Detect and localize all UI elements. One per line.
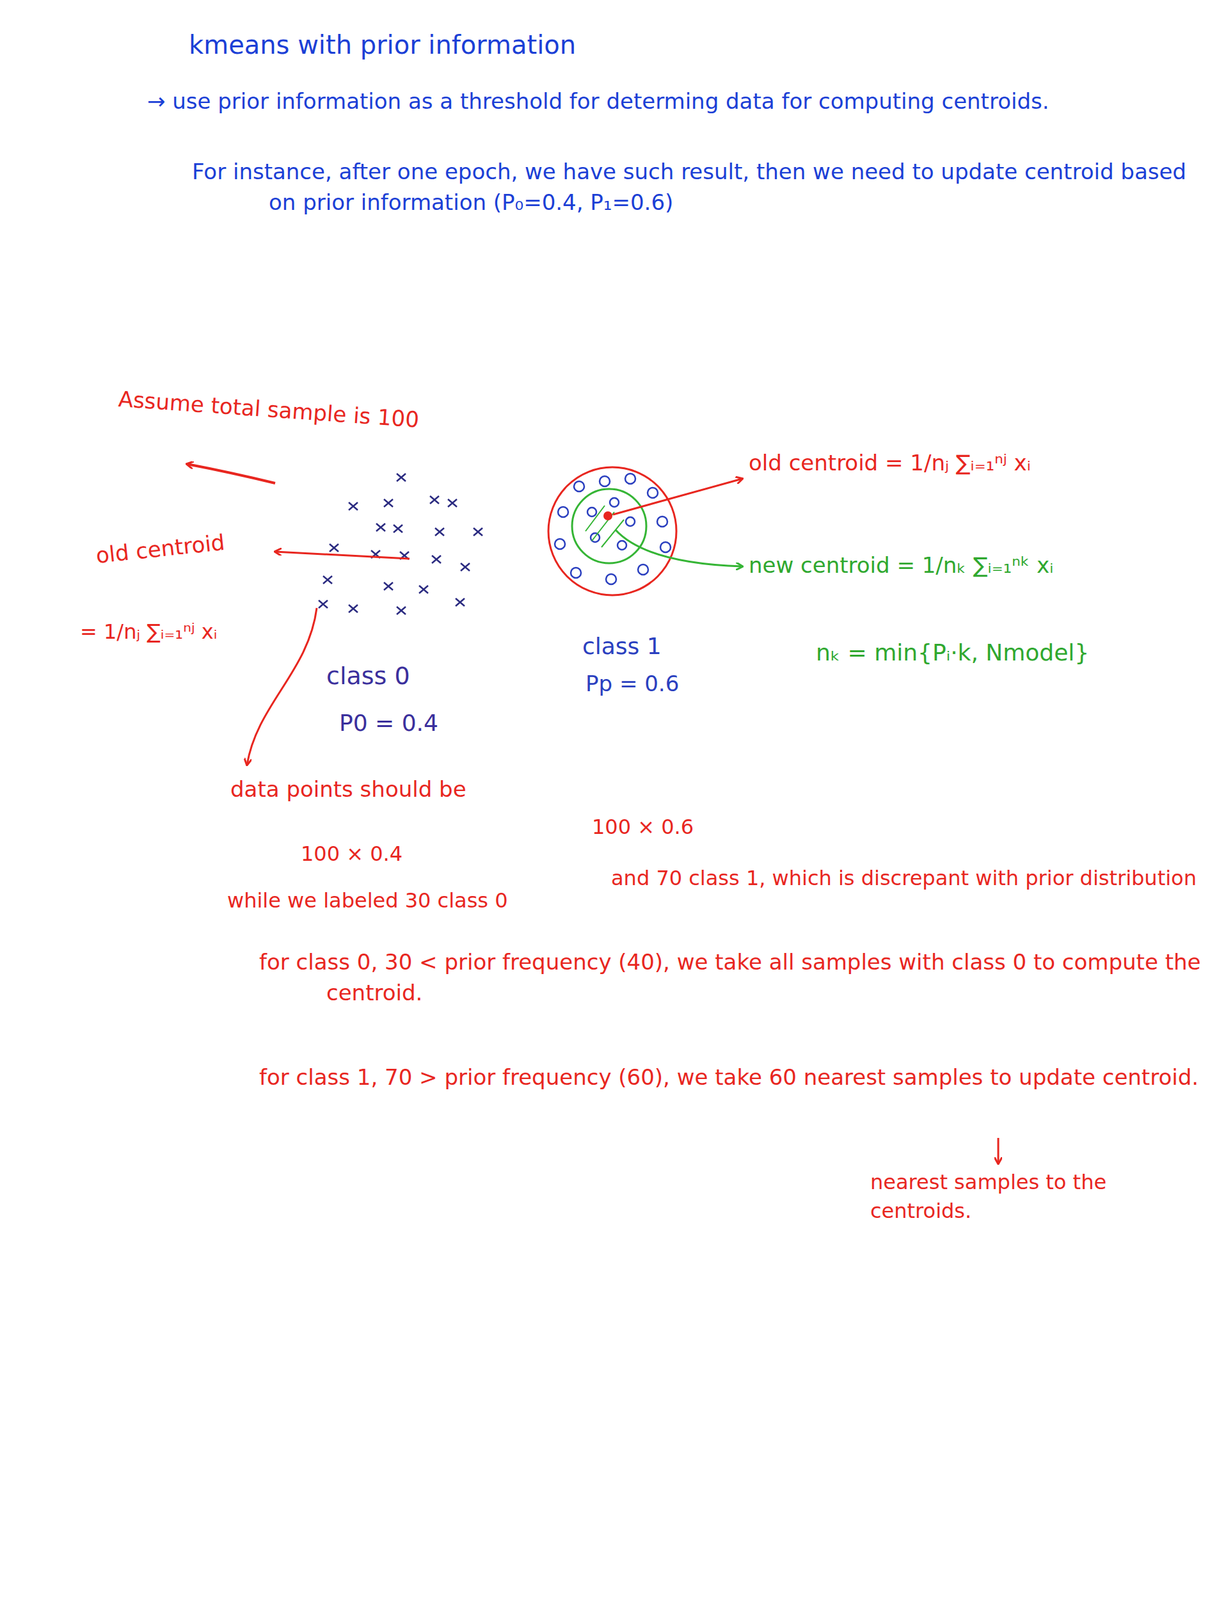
class1-points — [554, 473, 671, 585]
class-name: class 1 — [582, 630, 662, 663]
note: for class 0, 30 < prior frequency (40), … — [259, 947, 1204, 1008]
prior: P0 = 0.4 — [339, 707, 439, 740]
count: 100 × 0.4 — [300, 839, 403, 869]
formula: = 1/nⱼ ∑ᵢ₌₁ⁿʲ xᵢ — [79, 617, 217, 647]
formula: old centroid = 1/nⱼ ∑ᵢ₌₁ⁿʲ xᵢ — [748, 447, 1031, 479]
pointer-arrow — [186, 463, 276, 484]
hatching — [585, 505, 624, 548]
class0-points — [318, 473, 483, 615]
pointer-arrow — [613, 478, 743, 515]
note: while we labeled 30 class 0 — [227, 886, 509, 916]
class-name: class 0 — [326, 659, 411, 694]
pointer-arrow — [615, 529, 743, 567]
old-centroid-dot — [603, 511, 613, 521]
new-region — [572, 488, 647, 564]
centroid-arrow — [275, 551, 410, 559]
old-region — [548, 467, 677, 596]
pointer-arrow — [246, 607, 317, 765]
note: nearest samples to the centroids. — [870, 1167, 1165, 1226]
note: → use prior information as a threshold f… — [147, 86, 1210, 118]
note: For instance, after one epoch, we have s… — [191, 156, 1210, 218]
pointer-arrow — [997, 1137, 1000, 1164]
prior: Pp = 0.6 — [585, 668, 679, 700]
note: data points should be — [230, 774, 467, 805]
title: kmeans with prior information — [188, 26, 576, 63]
note: for class 1, 70 > prior frequency (60), … — [259, 1062, 1204, 1093]
formula: new centroid = 1/nₖ ∑ᵢ₌₁ⁿᵏ xᵢ — [748, 550, 1054, 582]
note: Assume total sample is 100 — [117, 383, 420, 436]
formula: old centroid — [94, 527, 227, 571]
note: and 70 class 1, which is discrepant with… — [611, 863, 1200, 893]
formula: nₖ = min{Pᵢ·k, Nmodel} — [815, 636, 1090, 669]
count: 100 × 0.6 — [591, 812, 694, 842]
